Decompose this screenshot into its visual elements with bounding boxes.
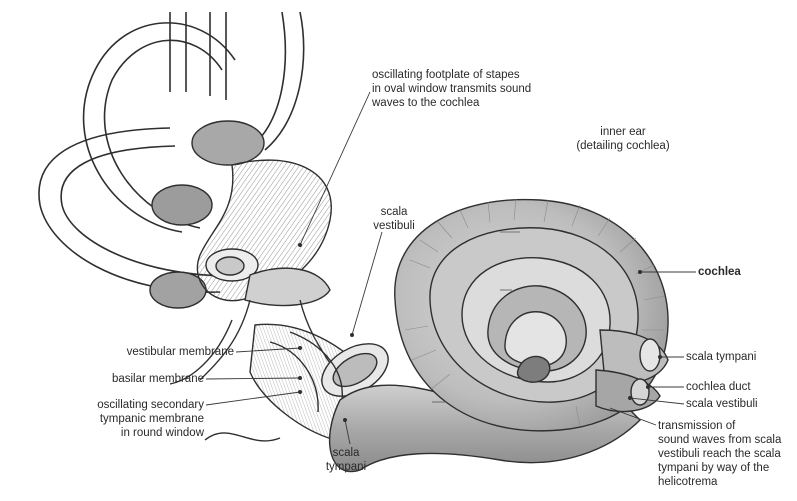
scala-tympani-right-label: scala tympani (686, 350, 756, 364)
transmission-line-3: vestibuli reach the scala (658, 447, 781, 461)
figure-title: inner ear (detailing cochlea) (553, 125, 693, 153)
stapes-label-line-2: in oval window transmits sound (372, 82, 531, 96)
transmission-line-1: transmission of (658, 419, 781, 433)
figure-title-line-2: (detailing cochlea) (553, 139, 693, 153)
scala-vestibuli-right-label: scala vestibuli (686, 397, 758, 411)
round-window-line-3: in round window (60, 426, 204, 440)
scala-tympani-bottom-line-1: scala (316, 446, 376, 460)
vestibular-membrane-label: vestibular membrane (60, 345, 234, 359)
stapes-label-line-3: waves to the cochlea (372, 96, 531, 110)
figure-title-line-1: inner ear (553, 125, 693, 139)
round-window-line-1: oscillating secondary (60, 398, 204, 412)
scala-vestibuli-top-line-2: vestibuli (364, 219, 424, 233)
stapes-label: oscillating footplate of stapes in oval … (372, 68, 531, 110)
stapes-label-line-1: oscillating footplate of stapes (372, 68, 531, 82)
cochlea-label: cochlea (698, 265, 741, 279)
transmission-label: transmission of sound waves from scala v… (658, 419, 781, 489)
round-window-label: oscillating secondary tympanic membrane … (60, 398, 204, 440)
cochlea-duct-label: cochlea duct (686, 380, 751, 394)
scala-vestibuli-top-line-1: scala (364, 205, 424, 219)
vestibule (150, 121, 331, 308)
scala-vestibuli-top-label: scala vestibuli (364, 205, 424, 233)
basilar-membrane-label: basilar membrane (60, 372, 204, 386)
scala-tympani-bottom-line-2: tympani (316, 460, 376, 474)
transmission-line-4: tympani by way of the (658, 461, 781, 475)
scala-tympani-bottom-label: scala tympani (316, 446, 376, 474)
transmission-line-2: sound waves from scala (658, 433, 781, 447)
transmission-line-5: helicotrema (658, 475, 781, 489)
round-window-line-2: tympanic membrane (60, 412, 204, 426)
